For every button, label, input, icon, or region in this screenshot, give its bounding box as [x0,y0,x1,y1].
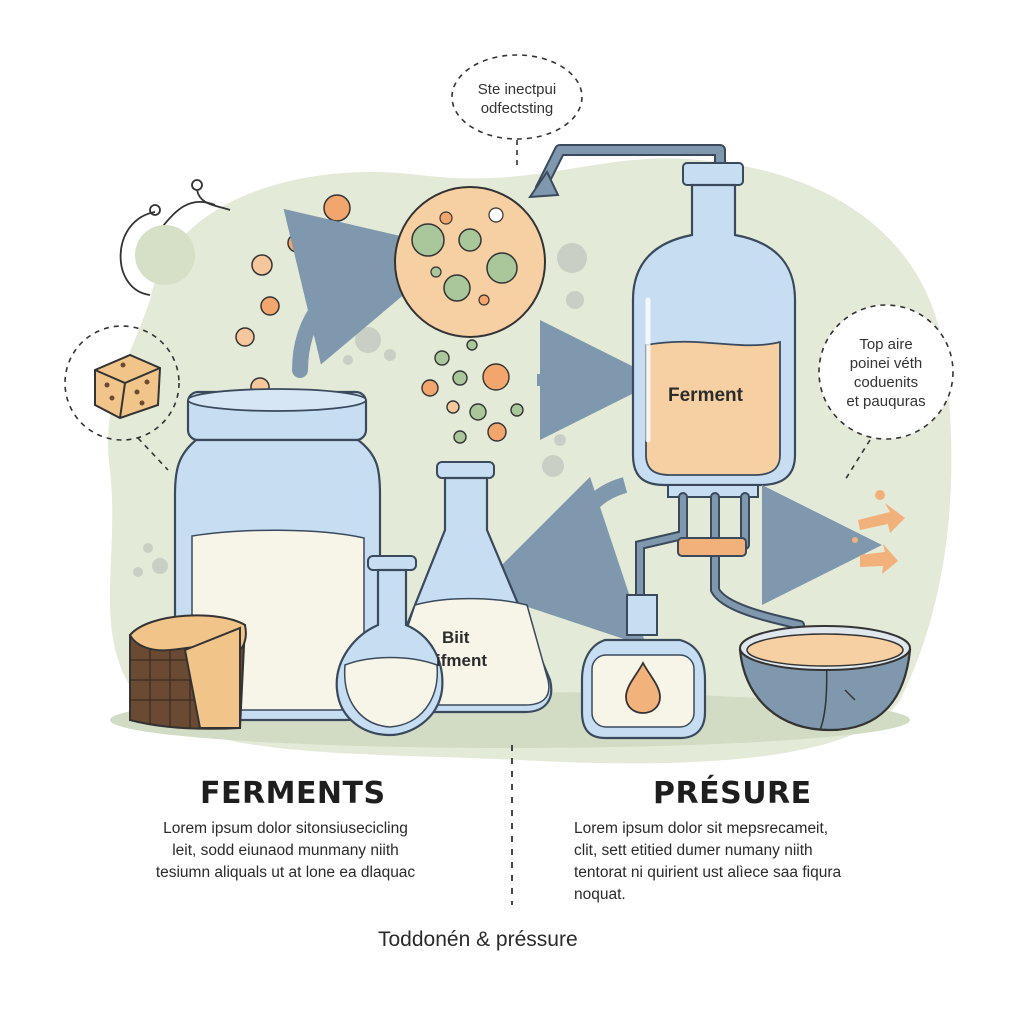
presure-description: Lorem ipsum dolor sit mepsrecameit, clit… [574,818,904,906]
culture-circle [394,186,546,338]
ferments-line-1: Lorem ipsum dolor sitonsiusecicling [163,820,408,837]
footer-caption: Toddonén & préssure [378,928,578,951]
top-callout [451,54,583,168]
top-callout-line-2: odfectsting [480,100,554,117]
ferments-description: Lorem ipsum dolor sitonsiusecicling leit… [128,818,443,884]
right-callout-text: Top aire poinei véth coduenits et pauqur… [826,335,946,411]
top-callout-line-1: Ste inectpui [477,81,557,98]
cheese-cube-icon [94,353,162,420]
tank-tubes [635,492,805,630]
presure-line-4: noquat. [574,886,626,903]
top-callout-text: Ste inectpui odfectsting [457,80,577,118]
cheese-wheel [128,614,247,730]
right-callout [818,304,954,481]
doodle-icon [119,179,231,296]
dice-callout [64,325,180,471]
right-callout-line-2: poinei véth [849,355,923,372]
arrow-jar-to-culture [283,208,458,378]
ferment-tank [631,162,797,498]
output-arrows-icon [852,490,905,574]
ferments-heading: FERMENTS [200,776,386,811]
round-flask [335,555,444,737]
presure-heading: PRÉSURE [653,776,812,811]
ferments-line-3: tesiumn aliquals ut at lone ea dlaquac [155,864,416,881]
right-callout-line-4: et pauquras [846,393,926,410]
presure-line-3: tentorat ni quirient ust alìece saa fiqu… [574,864,842,881]
curd-bowl [738,625,912,732]
right-callout-line-3: coduenits [853,374,919,391]
right-callout-line-1: Top aire [859,336,913,353]
flask-label-line-1: Biit [442,628,470,647]
drop-bottle [580,594,707,740]
falling-particles [421,339,524,444]
drop-icon [625,661,661,714]
tank-label: Ferment [668,385,743,406]
valve [677,537,747,557]
presure-line-1: Lorem ipsum dolor sit mepsrecameit, [574,820,829,837]
ferments-line-2: leit, sodd eiunaod munmany niith [172,842,399,859]
presure-line-2: clit, sett etitied dumer numany niith [574,842,813,859]
flask-label-line-2: ifment [436,651,487,670]
arrow-curve-down [476,476,647,647]
